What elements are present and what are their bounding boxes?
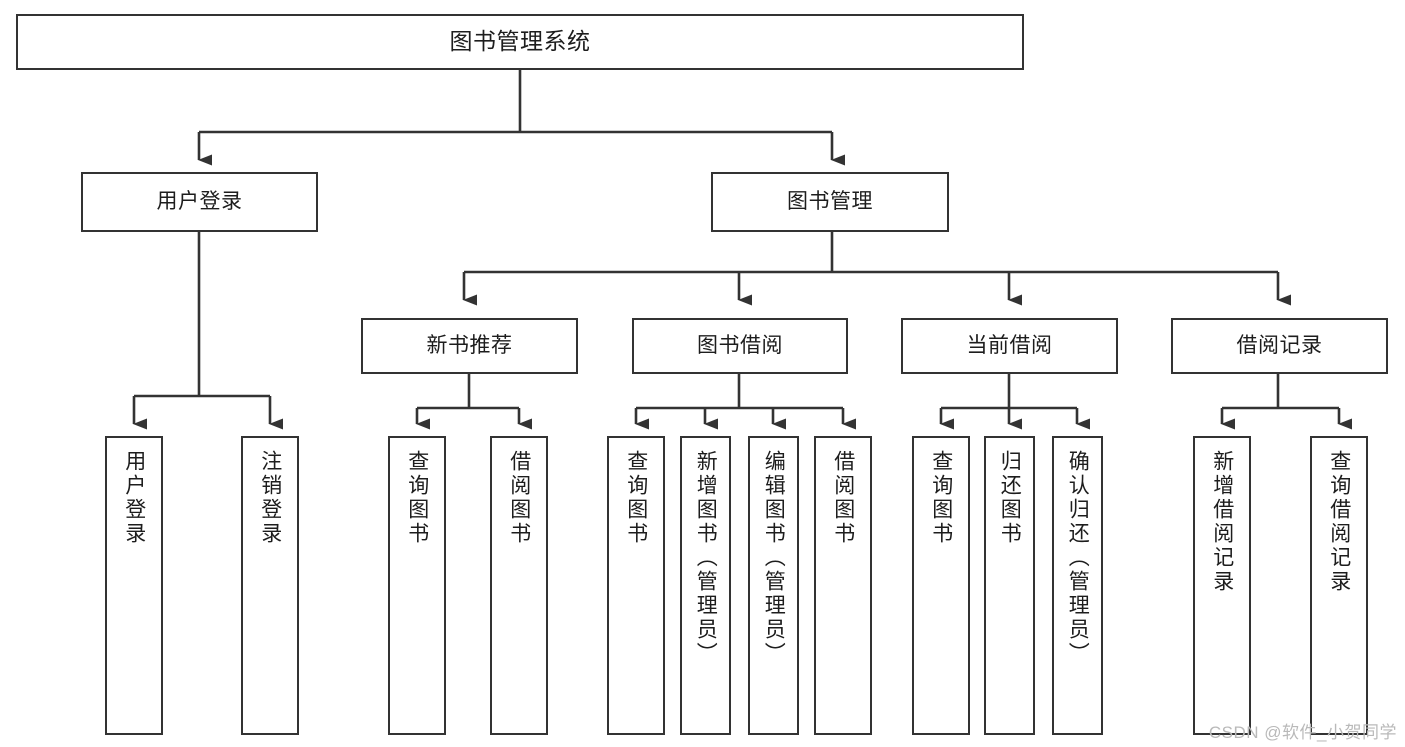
node-label: 当前借阅 xyxy=(966,334,1053,358)
csdn-watermark: CSDN @软件_小贺同学 xyxy=(1208,723,1397,742)
leaf-borrow-book[interactable]: 借阅图书 xyxy=(814,436,872,735)
leaf-query-book-recommend[interactable]: 查询图书 xyxy=(388,436,446,735)
node-label: 确认归还（管理员） xyxy=(1066,450,1090,666)
node-label: 图书管理系统 xyxy=(449,28,591,55)
leaf-user-login[interactable]: 用户登录 xyxy=(105,436,163,735)
node-label: 新增借阅记录 xyxy=(1210,450,1234,594)
leaf-edit-book[interactable]: 编辑图书（管理员） xyxy=(748,436,799,735)
node-current-borrow[interactable]: 当前借阅 xyxy=(901,318,1118,374)
node-label: 查询图书 xyxy=(624,450,648,546)
node-label: 新书推荐 xyxy=(426,334,513,358)
leaf-confirm-return[interactable]: 确认归还（管理员） xyxy=(1052,436,1103,735)
node-label: 用户登录 xyxy=(156,190,243,214)
node-label: 借阅记录 xyxy=(1236,334,1323,358)
leaf-query-book-current[interactable]: 查询图书 xyxy=(912,436,970,735)
node-borrow-record[interactable]: 借阅记录 xyxy=(1171,318,1388,374)
leaf-add-borrow-record[interactable]: 新增借阅记录 xyxy=(1193,436,1251,735)
node-label: 归还图书 xyxy=(998,450,1022,546)
node-label: 图书借阅 xyxy=(697,334,783,358)
node-label: 用户登录 xyxy=(122,450,146,546)
node-user-login[interactable]: 用户登录 xyxy=(81,172,318,232)
leaf-logout[interactable]: 注销登录 xyxy=(241,436,299,735)
node-label: 借阅图书 xyxy=(831,450,855,546)
node-book-borrow[interactable]: 图书借阅 xyxy=(632,318,848,374)
node-new-book-recommend[interactable]: 新书推荐 xyxy=(361,318,578,374)
node-label: 新增图书（管理员） xyxy=(694,450,718,666)
leaf-return-book[interactable]: 归还图书 xyxy=(984,436,1035,735)
node-label: 注销登录 xyxy=(258,450,282,546)
node-label: 图书管理 xyxy=(787,190,873,214)
node-book-management[interactable]: 图书管理 xyxy=(711,172,949,232)
leaf-query-borrow-record[interactable]: 查询借阅记录 xyxy=(1310,436,1368,735)
node-label: 查询图书 xyxy=(405,450,429,546)
node-label: 编辑图书（管理员） xyxy=(762,450,786,666)
node-label: 查询借阅记录 xyxy=(1327,450,1351,594)
node-label: 查询图书 xyxy=(929,450,953,546)
leaf-add-book[interactable]: 新增图书（管理员） xyxy=(680,436,731,735)
leaf-query-book-borrow[interactable]: 查询图书 xyxy=(607,436,665,735)
node-label: 借阅图书 xyxy=(507,450,531,546)
node-root-system[interactable]: 图书管理系统 xyxy=(16,14,1024,70)
leaf-borrow-book-recommend[interactable]: 借阅图书 xyxy=(490,436,548,735)
